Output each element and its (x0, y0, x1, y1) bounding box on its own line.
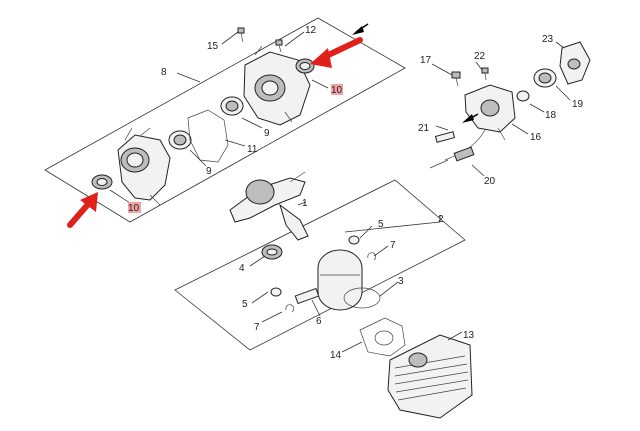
callout-7-lower: 7 (254, 322, 260, 333)
crankcase-right-half (243, 45, 311, 126)
bearing-right (220, 96, 244, 116)
screw-22 (481, 67, 489, 81)
callout-22: 22 (474, 51, 486, 62)
callout-10-right: 10 (331, 85, 343, 96)
callout-23: 23 (542, 34, 554, 45)
circlip-upper (367, 252, 377, 261)
callout-5-upper: 5 (378, 219, 384, 230)
callout-18: 18 (545, 110, 557, 121)
crankshaft (229, 171, 309, 241)
seal-right (295, 58, 315, 74)
screw-17 (451, 71, 461, 87)
callout-17: 17 (420, 55, 432, 66)
callout-8: 8 (161, 67, 167, 78)
callout-20: 20 (484, 176, 496, 187)
black-arrow-icon (352, 23, 369, 35)
callout-4: 4 (239, 263, 245, 274)
red-arrow-icon (310, 37, 363, 68)
callout-13: 13 (463, 330, 475, 341)
callout-9-right: 9 (264, 128, 270, 139)
crankcase-group-frame (44, 17, 406, 223)
cylinder-gasket (359, 317, 406, 357)
gasket (187, 109, 229, 163)
hose-fitting-21 (434, 131, 456, 143)
callout-19: 19 (572, 99, 584, 110)
highlight-10-left (128, 202, 141, 213)
piston-ring (343, 287, 381, 309)
callout-16: 16 (530, 132, 542, 143)
callout-7-upper: 7 (390, 240, 396, 251)
oil-hose (429, 129, 486, 169)
pump-cover-23 (559, 41, 591, 85)
circlip-lower (285, 304, 295, 313)
callout-21: 21 (418, 123, 430, 134)
screw-12 (275, 39, 283, 53)
oil-pump-body (464, 84, 516, 141)
callout-6: 6 (316, 316, 322, 327)
callout-1: 1 (302, 198, 308, 209)
callout-15: 15 (207, 41, 219, 52)
washer-upper (348, 235, 360, 245)
red-arrow-icon (67, 192, 98, 228)
washer-lower (270, 287, 282, 297)
callout-14: 14 (330, 350, 342, 361)
callout-11: 11 (247, 144, 258, 155)
callout-10-left: 10 (128, 203, 140, 214)
callout-12: 12 (305, 25, 317, 36)
piston-pin (294, 287, 320, 305)
callout-9-left: 9 (206, 166, 212, 177)
worm-gear-19 (533, 68, 557, 88)
callout-3: 3 (398, 276, 404, 287)
piston-group-frame (174, 179, 466, 351)
cylinder (387, 334, 473, 419)
leader-lines (109, 31, 571, 353)
seal-left (91, 174, 113, 190)
bearing-left (168, 130, 192, 150)
black-arrow-icon (462, 113, 479, 123)
piston (317, 249, 363, 311)
callout-2: 2 (438, 214, 444, 225)
callout-5-lower: 5 (242, 299, 248, 310)
washer-18 (516, 90, 530, 102)
highlight-10-right (331, 84, 343, 95)
needle-bearing (261, 244, 283, 260)
crankcase-left-half (117, 127, 171, 206)
screw-15 (237, 27, 245, 43)
